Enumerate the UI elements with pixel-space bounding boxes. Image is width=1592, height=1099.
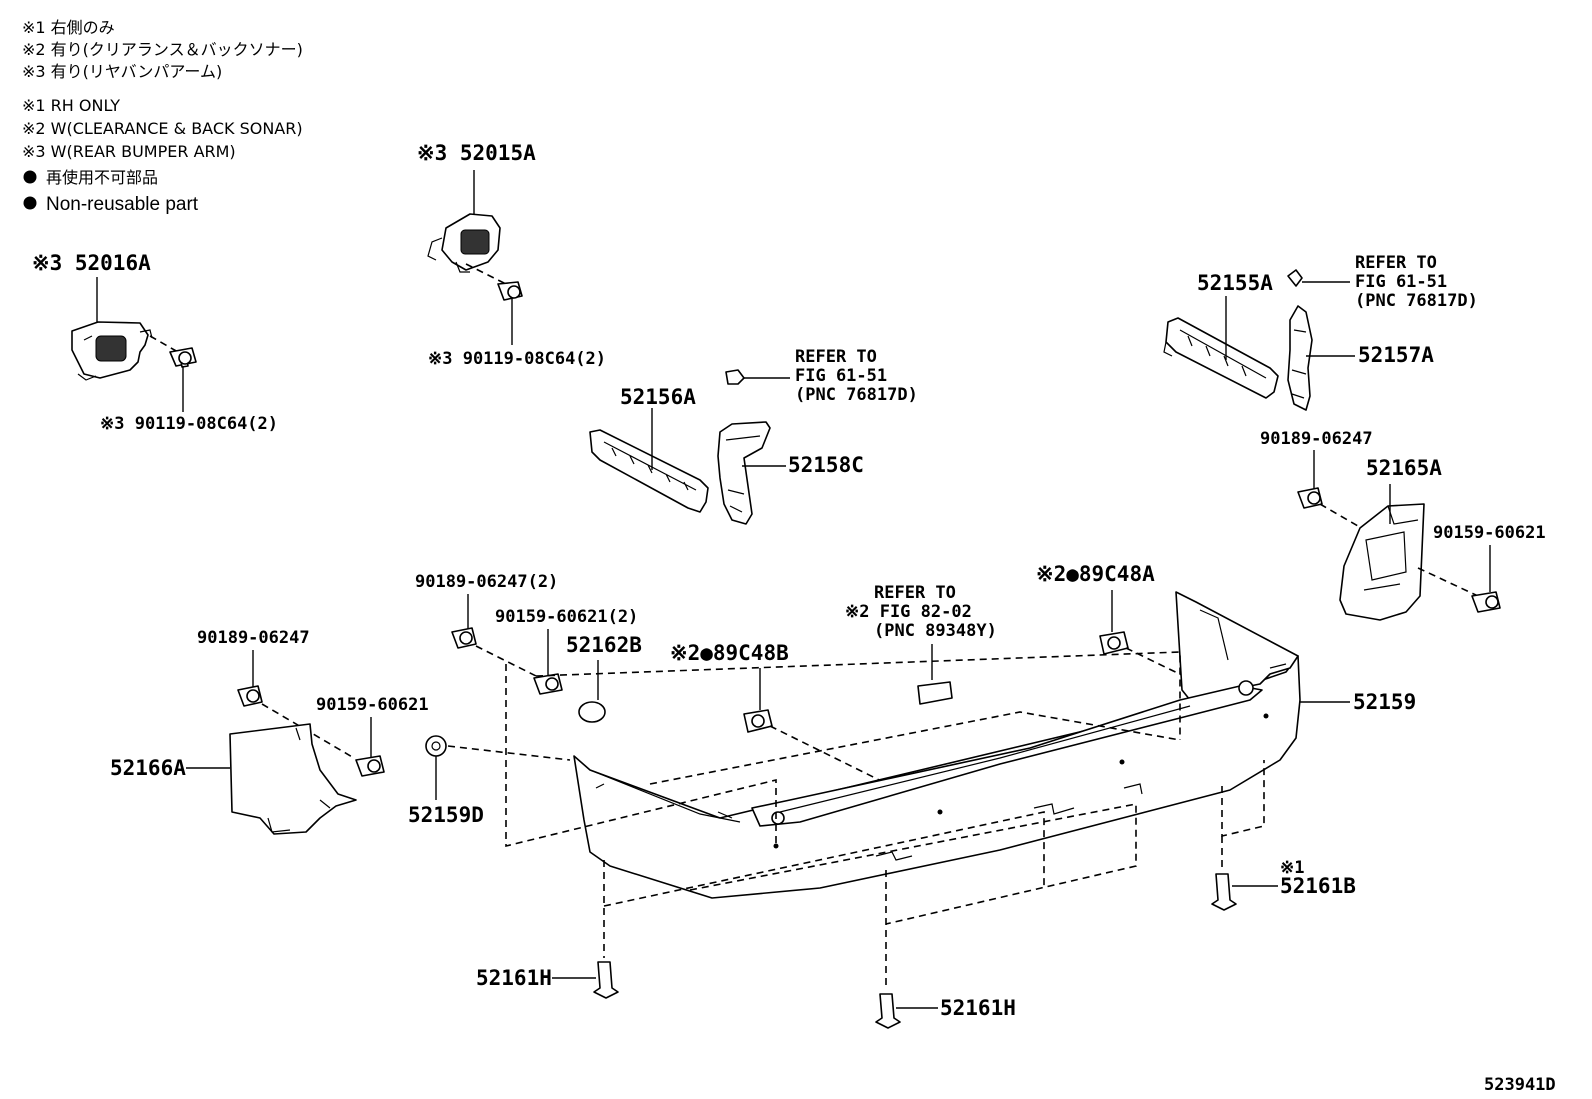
legend-en-clearance-sonar: ※2 W(CLEARANCE & BACK SONAR) xyxy=(22,119,303,138)
sensor-hole-icon xyxy=(771,811,785,825)
label-52165A: 52165A xyxy=(1366,456,1442,480)
retainer-52156A xyxy=(589,429,709,513)
bracket-52157A xyxy=(1287,305,1313,411)
label-90159-60621-left: 90159-60621 xyxy=(316,695,429,715)
sensor-retainer-89C48A xyxy=(1099,631,1129,655)
legend-en-nonreusable: Non-reusable part xyxy=(46,194,199,215)
legend-jp-bumper-arm: ※3 有り(リヤバンパアーム) xyxy=(22,62,222,81)
bullet-icon xyxy=(23,196,37,210)
part-52156A xyxy=(589,408,709,513)
label-52159D: 52159D xyxy=(408,803,484,827)
part-52016A xyxy=(71,277,197,412)
label-refer-sonar-2: ※2 FIG 82-02 xyxy=(845,602,972,622)
label-90159-60621-2: 90159-60621(2) xyxy=(495,607,638,627)
pushclip-icon xyxy=(237,685,263,707)
legend-jp-clearance-sonar: ※2 有り(クリアランス＆バックソナー) xyxy=(22,40,303,59)
label-90189-06247-left: 90189-06247 xyxy=(197,628,310,648)
part-52165A xyxy=(1339,484,1425,621)
bracket-52016A-pad xyxy=(95,335,127,362)
label-89C48A: ※2●89C48A xyxy=(1036,562,1155,586)
label-refer-mid-2: FIG 61-51 xyxy=(795,366,887,386)
clip-icon xyxy=(1287,269,1303,287)
label-52158C: 52158C xyxy=(788,453,864,477)
label-90119-08C64-left: ※3 90119-08C64(2) xyxy=(100,414,278,434)
pushclip-icon xyxy=(451,627,477,649)
label-refer-mid-1: REFER TO xyxy=(795,347,877,367)
label-52016A: ※3 52016A xyxy=(32,251,151,275)
clip-icon xyxy=(875,993,901,1029)
clip-icon xyxy=(593,961,619,999)
bolt-icon xyxy=(533,673,563,695)
clip-52161H-left xyxy=(552,961,619,999)
bumper-corner-right xyxy=(1175,591,1299,701)
clip-52161H-bottom xyxy=(875,993,938,1029)
label-90189-06247-right: 90189-06247 xyxy=(1260,429,1373,449)
bullet-icon xyxy=(23,170,37,184)
label-52157A: 52157A xyxy=(1358,343,1434,367)
legend-jp-rh-only: ※1 右側のみ xyxy=(22,18,115,37)
label-52015A: ※3 52015A xyxy=(417,141,536,165)
clip-icon xyxy=(425,735,447,757)
legend: ※1 右側のみ ※2 有り(クリアランス＆バックソナー) ※3 有り(リヤバンパ… xyxy=(22,18,303,215)
legend-jp-nonreusable: 再使用不可部品 xyxy=(46,168,158,187)
bolt-icon xyxy=(355,755,385,777)
label-52159: 52159 xyxy=(1353,690,1416,714)
sensor-retainer-89C48B xyxy=(743,709,773,733)
label-refer-sonar-3: (PNC 89348Y) xyxy=(874,621,997,641)
label-refer-sonar-1: REFER TO xyxy=(874,583,956,603)
label-90189-06247-2: 90189-06247(2) xyxy=(415,572,558,592)
label-refer-right-3: (PNC 76817D) xyxy=(1355,291,1478,311)
bumper-cover-52159 xyxy=(573,591,1301,899)
legend-en-rh-only: ※1 RH ONLY xyxy=(22,96,120,115)
part-52158C xyxy=(717,421,786,525)
label-52161B: 52161B xyxy=(1280,874,1356,898)
clip-refer-mid xyxy=(725,369,790,385)
legend-en-bumper-arm: ※3 W(REAR BUMPER ARM) xyxy=(22,142,236,161)
label-52161H-left: 52161H xyxy=(476,966,552,990)
extension-52166A xyxy=(229,723,357,835)
label-refer-right-2: FIG 61-51 xyxy=(1355,272,1447,292)
clip-icon xyxy=(1211,873,1237,911)
label-52161H-bottom: 52161H xyxy=(940,996,1016,1020)
retainer-52155A xyxy=(1165,317,1279,399)
clip-refer-right xyxy=(1287,269,1350,287)
label-52161B-note: ※1 xyxy=(1280,858,1304,878)
part-52015A xyxy=(427,170,523,345)
extension-52165A xyxy=(1339,503,1425,621)
label-90159-60621-right: 90159-60621 xyxy=(1433,523,1546,543)
part-52157A xyxy=(1287,305,1355,411)
part-52159D xyxy=(425,735,571,800)
label-52155A: 52155A xyxy=(1197,271,1273,295)
clip-icon xyxy=(725,369,745,385)
clip-52161B xyxy=(1211,873,1278,911)
pushclip-icon xyxy=(1297,487,1323,509)
label-90119-08C64-top: ※3 90119-08C64(2) xyxy=(428,349,606,369)
bracket-52015A-pad xyxy=(460,229,490,255)
part-52155A xyxy=(1163,296,1279,399)
label-52156A: 52156A xyxy=(620,385,696,409)
bolt-icon xyxy=(497,281,523,301)
part-52166A xyxy=(186,723,357,835)
sonar-bracket-icon xyxy=(917,681,953,705)
figure-code: 523941D xyxy=(1484,1075,1556,1095)
label-52162B: 52162B xyxy=(566,633,642,657)
label-89C48B: ※2●89C48B xyxy=(670,641,789,665)
bolt-icon xyxy=(1471,591,1501,613)
bracket-52158C xyxy=(717,421,771,525)
label-52166A: 52166A xyxy=(110,756,186,780)
bolt-icon xyxy=(169,347,197,368)
sensor-hole-icon xyxy=(1238,680,1254,696)
label-refer-mid-3: (PNC 76817D) xyxy=(795,385,918,405)
cap-52162B xyxy=(578,701,606,723)
label-refer-right-1: REFER TO xyxy=(1355,253,1437,273)
